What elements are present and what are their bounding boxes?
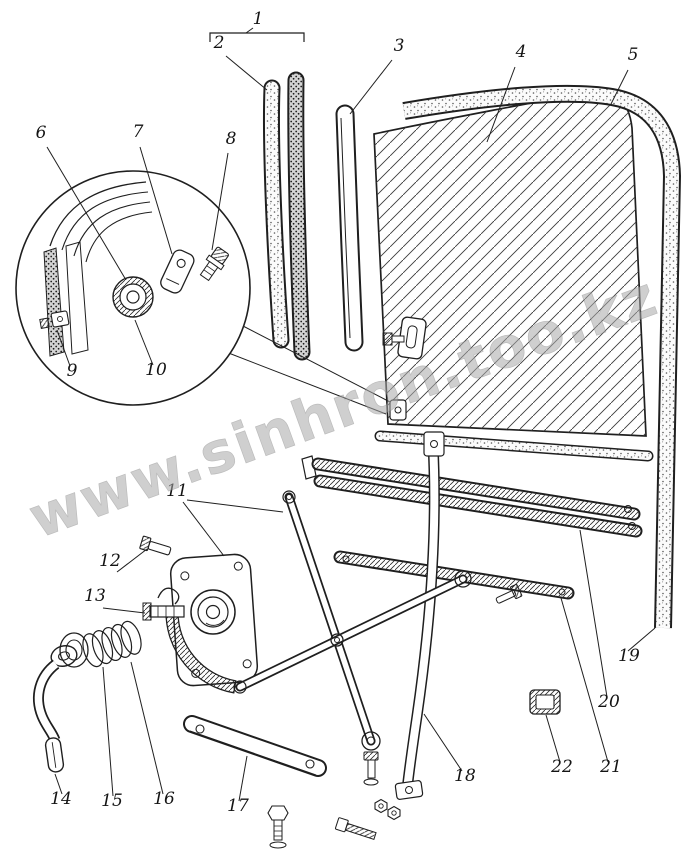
drive-shaft [142, 602, 185, 621]
callout-label-18: 18 [454, 766, 476, 786]
return-spring [157, 587, 180, 605]
callout-label-20: 20 [597, 692, 620, 712]
callout-label-17: 17 [227, 796, 249, 816]
callout-label-8: 8 [226, 129, 237, 149]
callout-label-10: 10 [145, 360, 167, 380]
callout-label-22: 22 [550, 757, 573, 777]
callout-label-14: 14 [50, 789, 72, 809]
scissor-arms [233, 490, 472, 751]
screw-rail [495, 583, 523, 604]
clamp-bolt [199, 246, 229, 282]
callout-label-19: 19 [618, 646, 640, 666]
retaining-clip [529, 689, 561, 715]
spring-drum [190, 589, 236, 635]
bolt-bottom [267, 805, 289, 849]
screw-bottom [334, 817, 377, 840]
callout-leader-14 [54, 773, 63, 795]
callout-leader-16 [130, 661, 164, 795]
callout-label-11: 11 [166, 481, 188, 501]
mounting-bolt-12 [139, 535, 172, 556]
door-window-glass [373, 91, 647, 437]
callout-leaders [46, 55, 656, 802]
cup-washer [59, 632, 89, 668]
callout-label-12: 12 [99, 551, 121, 571]
lower-glass-channel [374, 430, 654, 462]
grommet-washer [112, 276, 154, 318]
callout-leader-11b [186, 499, 284, 513]
callout-leader-4 [486, 66, 516, 143]
callout-leader-21 [560, 597, 609, 763]
detail-inset [15, 170, 391, 415]
callout-leader-19 [627, 627, 656, 652]
glass-holder-bracket [397, 316, 427, 360]
channel-foot [394, 780, 424, 800]
callout-leader-11a [182, 501, 225, 557]
inset-channel-section [43, 181, 153, 357]
callout-label-1: 1 [253, 9, 264, 29]
callout-leader-9 [56, 329, 71, 367]
callout-leader-18 [423, 713, 463, 772]
vertical-guide-channel [394, 431, 445, 800]
callout-labels: 1 2 3 4 5 6 7 8 9 10 11 12 13 14 15 16 1… [36, 9, 640, 816]
window-run-strips [262, 71, 311, 361]
callout-label-16: 16 [153, 789, 175, 809]
callout-label-6: 6 [36, 123, 47, 143]
channel-clamp [389, 399, 407, 421]
callout-leader-3 [349, 59, 393, 115]
callout-leader-22 [545, 714, 561, 763]
callout-leader-12 [116, 548, 148, 573]
nut-a [374, 798, 388, 814]
bolt-arm [363, 751, 379, 786]
callout-leader-6 [46, 146, 127, 281]
callout-leader-17 [238, 755, 248, 802]
callout-leader-10 [134, 319, 154, 366]
callout-leader-15 [102, 666, 114, 797]
assembly-bracket-item1 [209, 27, 305, 42]
glass-holder-bolt [382, 332, 405, 346]
callout-label-3: 3 [394, 36, 405, 56]
regulator-base-plate [169, 553, 259, 687]
callout-leader-7 [139, 146, 173, 255]
callout-leader-8 [211, 152, 229, 251]
bottom-bracket [183, 715, 327, 777]
callout-leader-5 [610, 69, 629, 105]
callout-label-4: 4 [515, 42, 527, 62]
callout-label-2: 2 [213, 33, 225, 53]
horizontal-rails [301, 455, 643, 538]
clamp-plate [160, 249, 195, 294]
callout-label-15: 15 [101, 791, 123, 811]
callout-label-7: 7 [133, 122, 144, 142]
nut-b [387, 805, 401, 821]
callout-leader-20 [579, 529, 608, 698]
lower-rail [333, 550, 575, 600]
callout-label-5: 5 [628, 45, 639, 65]
channel-top-bracket [423, 431, 445, 457]
callout-leader-13 [102, 607, 146, 614]
edge-clip [39, 310, 70, 329]
callout-label-9: 9 [67, 361, 78, 381]
callout-label-21: 21 [599, 757, 622, 777]
window-regulator [142, 490, 472, 751]
callout-label-13: 13 [84, 586, 106, 606]
handle-knob [44, 737, 65, 773]
fasteners [267, 583, 523, 849]
crank-handle [33, 645, 78, 773]
glass-run-strip [335, 104, 364, 352]
frame-weatherstrip [402, 84, 682, 629]
callout-leader-2 [225, 55, 268, 91]
coil-spring [82, 620, 142, 668]
